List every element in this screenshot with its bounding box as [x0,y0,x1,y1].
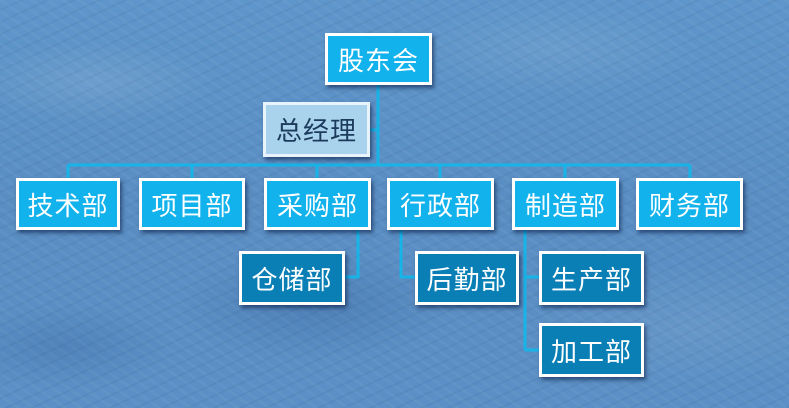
node-assistant-label: 总经理 [275,117,357,147]
node-department-caigou: 采购部 [264,178,371,230]
node-root: 股东会 [325,33,432,85]
node-sub-houqin: 后勤部 [415,251,519,305]
node-assistant: 总经理 [263,102,370,157]
node-department-xiangmu: 项目部 [139,178,245,230]
node-sub-label: 加工部 [550,337,632,368]
node-department-label: 技术部 [27,191,109,222]
node-sub-cangchu: 仓储部 [239,251,345,305]
node-department-caiwu: 财务部 [636,178,743,230]
node-department-label: 项目部 [151,191,233,222]
node-department-zhizao: 制造部 [512,178,619,230]
node-department-label: 制造部 [524,191,606,222]
node-sub-jiagong: 加工部 [539,323,644,377]
node-sub-label: 仓储部 [251,265,333,296]
node-department-label: 采购部 [276,191,358,222]
node-department-label: 行政部 [399,191,481,222]
node-sub-label: 生产部 [550,265,632,296]
node-department-xingzheng: 行政部 [387,178,494,230]
node-department-label: 财务部 [648,191,730,222]
node-root-label: 股东会 [337,46,419,77]
connector-caigou-cangchu [345,230,360,279]
connector-xingzheng-houqin [399,230,415,279]
node-sub-label: 后勤部 [426,265,508,296]
node-sub-shengchan: 生产部 [539,251,644,305]
node-department-jishu: 技术部 [16,178,120,230]
